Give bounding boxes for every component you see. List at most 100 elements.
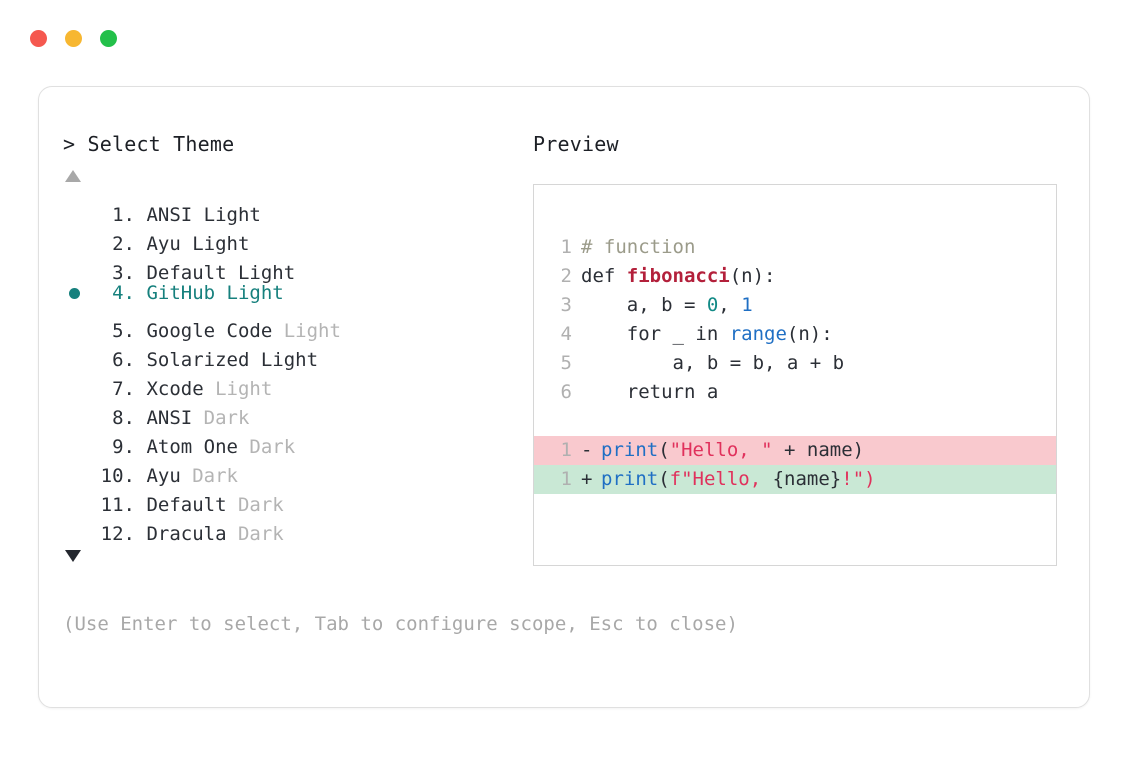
theme-index-gap [135, 491, 146, 520]
code-preview-box: 1 # function 2 def fibonacci (n): 3 a, b… [533, 184, 1057, 566]
selection-bullet-slot [63, 308, 93, 337]
theme-list-item[interactable]: 5. Google Code Light [63, 308, 533, 342]
code-block: 1 # function 2 def fibonacci (n): 3 a, b… [534, 233, 1056, 494]
theme-index: 8. [100, 407, 135, 429]
theme-list-item[interactable]: 7. Xcode Light [63, 366, 533, 400]
theme-index-gap [135, 317, 146, 346]
theme-variant: Light [249, 349, 319, 371]
line-number: 1 [560, 439, 572, 461]
selection-bullet-slot [63, 250, 93, 279]
theme-list-item[interactable]: 10. Ayu Dark [63, 453, 533, 487]
theme-index-gap [135, 201, 146, 230]
theme-list[interactable]: 1. ANSI Light 2. Ayu Light 3. Default Li… [63, 192, 533, 545]
code-line: 6 return a [534, 378, 1056, 407]
keyboard-hint-text: (Use Enter to select, Tab to configure s… [63, 613, 738, 635]
theme-variant: Light [226, 262, 296, 284]
theme-name: Solarized [146, 349, 250, 371]
theme-list-item[interactable]: 12. Dracula Dark [63, 511, 533, 545]
theme-index: 9. [100, 436, 135, 458]
theme-name: Ayu [146, 465, 181, 487]
theme-variant: Light [192, 204, 261, 226]
code-token-string: "Hello, " [669, 439, 773, 461]
theme-index-gap [135, 433, 146, 462]
code-blank-line [534, 407, 1056, 436]
code-token-plain: (n): [729, 265, 776, 287]
theme-list-item[interactable]: 1. ANSI Light [63, 192, 533, 226]
selection-bullet-slot [63, 453, 93, 482]
line-number: 4 [560, 323, 572, 345]
triangle-down-icon[interactable] [65, 550, 81, 562]
theme-index-gap [135, 346, 146, 375]
theme-name: Google Code [146, 320, 273, 342]
theme-index-gap [135, 375, 146, 404]
theme-index-gap [135, 404, 146, 433]
code-token-number: 1 [741, 294, 753, 316]
theme-list-item-selected[interactable]: 4. GitHub Light [63, 279, 533, 308]
code-token-plain: (n): [786, 323, 833, 345]
theme-name: Xcode [146, 378, 204, 400]
theme-list-item[interactable]: 3. Default Light [63, 250, 533, 284]
theme-index: 1. [100, 204, 135, 226]
diff-line-added: 1 + print ( f"Hello, {name} !") [534, 465, 1056, 494]
code-token-function: print [601, 439, 659, 461]
code-line: 5 a, b = b, a + b [534, 349, 1056, 378]
theme-variant: Light [180, 233, 250, 255]
triangle-up-icon[interactable] [65, 170, 81, 182]
code-token-plain: + name) [772, 439, 865, 461]
code-line: 3 a, b = 0 , 1 [534, 291, 1056, 320]
theme-variant: Light [272, 320, 341, 342]
diff-sign-minus: - [581, 439, 593, 461]
theme-variant: Dark [237, 436, 296, 458]
code-token-comment: # function [581, 236, 696, 258]
line-number: 2 [560, 265, 572, 287]
theme-variant: Dark [180, 465, 238, 487]
theme-index-gap [135, 462, 146, 491]
theme-variant: Light [215, 282, 284, 304]
theme-index: 4. [100, 282, 135, 304]
theme-variant: Dark [226, 494, 284, 516]
line-number: 3 [560, 294, 572, 316]
theme-index: 12. [100, 523, 135, 545]
theme-index: 6. [100, 349, 135, 371]
theme-index: 7. [100, 378, 135, 400]
theme-index-gap [135, 230, 146, 259]
diff-sign-plus: + [581, 468, 593, 490]
theme-name: Atom One [146, 436, 238, 458]
code-token-string: f"Hello, [669, 468, 773, 490]
theme-index-gap [135, 520, 146, 549]
theme-list-item[interactable]: 6. Solarized Light [63, 337, 533, 371]
window-titlebar [30, 30, 117, 47]
theme-name: Default [146, 262, 227, 284]
code-token-string: !") [841, 468, 876, 490]
close-dot[interactable] [30, 30, 47, 47]
theme-list-item[interactable]: 2. Ayu Light [63, 221, 533, 255]
theme-selector-panel: > Select Theme 1. ANSI Light 2. Ayu Ligh… [63, 131, 533, 562]
theme-variant: Dark [226, 523, 284, 545]
code-token-plain: , [718, 294, 742, 316]
panel-title-select-theme: > Select Theme [63, 132, 235, 156]
theme-list-item[interactable]: 9. Atom One Dark [63, 424, 533, 458]
code-token-plain: ( [658, 439, 670, 461]
minimize-dot[interactable] [65, 30, 82, 47]
theme-index: 10. [100, 465, 135, 487]
selected-bullet-icon [69, 288, 80, 299]
selection-bullet-slot [63, 366, 93, 395]
code-token-plain: for _ in [581, 323, 730, 345]
selection-bullet-slot [63, 337, 93, 366]
theme-name: ANSI [146, 204, 193, 226]
theme-list-item[interactable]: 8. ANSI Dark [63, 395, 533, 429]
code-token-plain: ( [658, 468, 670, 490]
line-number: 6 [560, 381, 572, 403]
theme-variant: Light [203, 378, 273, 400]
maximize-dot[interactable] [100, 30, 117, 47]
selection-bullet-slot [63, 192, 93, 221]
theme-index: 2. [100, 233, 135, 255]
code-line: 4 for _ in range (n): [534, 320, 1056, 349]
theme-list-item[interactable]: 11. Default Dark [63, 482, 533, 516]
theme-index: 11. [100, 494, 135, 516]
code-token-keyword: def [581, 265, 627, 287]
code-token-plain: a, b = b, a + b [581, 352, 845, 374]
selection-bullet-slot [63, 279, 93, 308]
code-token-number: 0 [706, 294, 719, 316]
code-line: 2 def fibonacci (n): [534, 262, 1056, 291]
